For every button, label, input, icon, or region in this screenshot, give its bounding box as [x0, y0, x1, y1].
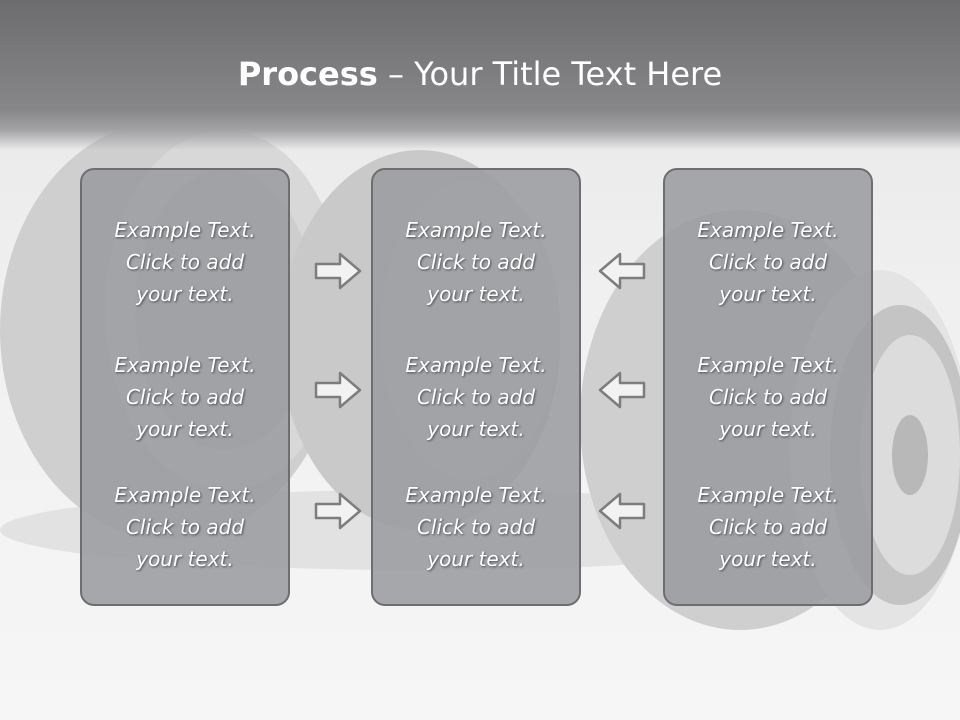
arrow-left-icon [598, 492, 646, 530]
arrow-right-icon [314, 371, 362, 409]
arrow-left-icon [598, 371, 646, 409]
text-line: your text. [136, 282, 234, 306]
process-box-right[interactable]: Example Text. Click to add your text. Ex… [663, 168, 873, 606]
slide-title[interactable]: Process – Your Title Text Here [0, 52, 960, 96]
text-block[interactable]: Example Text. Click to add your text. [665, 349, 871, 445]
text-block[interactable]: Example Text. Click to add your text. [665, 479, 871, 575]
title-rest: – Your Title Text Here [377, 55, 723, 93]
text-block[interactable]: Example Text. Click to add your text. [373, 479, 579, 575]
text-line: Example Text. [405, 353, 547, 377]
text-line: Click to add [125, 385, 245, 409]
arrow-left-icon [598, 252, 646, 290]
text-block[interactable]: Example Text. Click to add your text. [373, 349, 579, 445]
title-bar [0, 0, 960, 150]
text-line: Example Text. [405, 218, 547, 242]
title-bold: Process [237, 55, 378, 93]
text-block[interactable]: Example Text. Click to add your text. [82, 349, 288, 445]
text-block[interactable]: Example Text. Click to add your text. [82, 214, 288, 310]
text-line: your text. [427, 417, 525, 441]
text-line: Example Text. [114, 483, 256, 507]
text-line: Click to add [125, 250, 245, 274]
text-line: Example Text. [405, 483, 547, 507]
text-line: Click to add [708, 250, 828, 274]
text-line: Example Text. [697, 218, 839, 242]
text-line: Click to add [708, 385, 828, 409]
text-block[interactable]: Example Text. Click to add your text. [373, 214, 579, 310]
text-line: Click to add [416, 515, 536, 539]
text-line: Example Text. [114, 218, 256, 242]
text-line: your text. [427, 547, 525, 571]
text-block[interactable]: Example Text. Click to add your text. [82, 479, 288, 575]
text-line: Example Text. [697, 483, 839, 507]
text-line: your text. [136, 417, 234, 441]
text-line: Example Text. [697, 353, 839, 377]
text-line: your text. [427, 282, 525, 306]
text-line: Click to add [416, 250, 536, 274]
text-line: Click to add [708, 515, 828, 539]
text-block[interactable]: Example Text. Click to add your text. [665, 214, 871, 310]
arrow-right-icon [314, 252, 362, 290]
text-line: your text. [719, 282, 817, 306]
process-box-center[interactable]: Example Text. Click to add your text. Ex… [371, 168, 581, 606]
text-line: Click to add [416, 385, 536, 409]
text-line: Example Text. [114, 353, 256, 377]
text-line: your text. [136, 547, 234, 571]
text-line: Click to add [125, 515, 245, 539]
process-box-left[interactable]: Example Text. Click to add your text. Ex… [80, 168, 290, 606]
arrow-right-icon [314, 492, 362, 530]
text-line: your text. [719, 547, 817, 571]
text-line: your text. [719, 417, 817, 441]
